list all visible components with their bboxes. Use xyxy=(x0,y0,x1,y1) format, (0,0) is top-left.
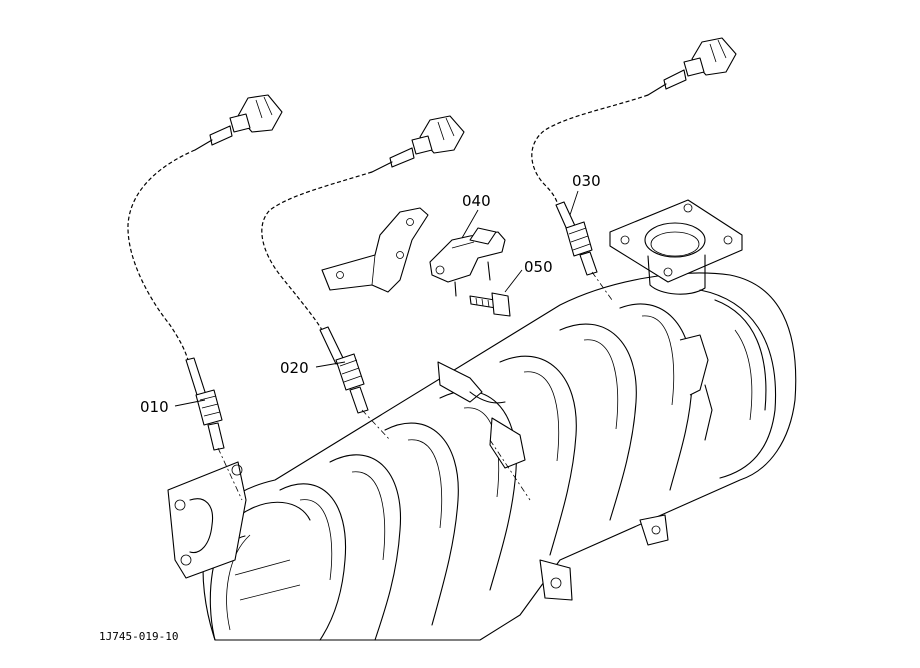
bolt-050 xyxy=(469,292,511,317)
sensor-bracket-040 xyxy=(321,207,506,297)
part-label-010: 010 xyxy=(140,398,169,416)
sensor-fittings xyxy=(437,334,713,501)
outlet-flange xyxy=(609,199,743,295)
temperature-sensor-020 xyxy=(261,115,465,441)
inlet-flange xyxy=(167,461,247,579)
drawing-code: 1J745-019-10 xyxy=(99,630,178,643)
part-label-020: 020 xyxy=(280,359,309,377)
part-label-030: 030 xyxy=(572,172,601,190)
temperature-sensor-010 xyxy=(127,94,283,501)
temperature-sensor-030 xyxy=(531,37,737,301)
part-label-040: 040 xyxy=(462,192,491,210)
leader-lines xyxy=(174,190,579,407)
part-label-050: 050 xyxy=(524,258,553,276)
